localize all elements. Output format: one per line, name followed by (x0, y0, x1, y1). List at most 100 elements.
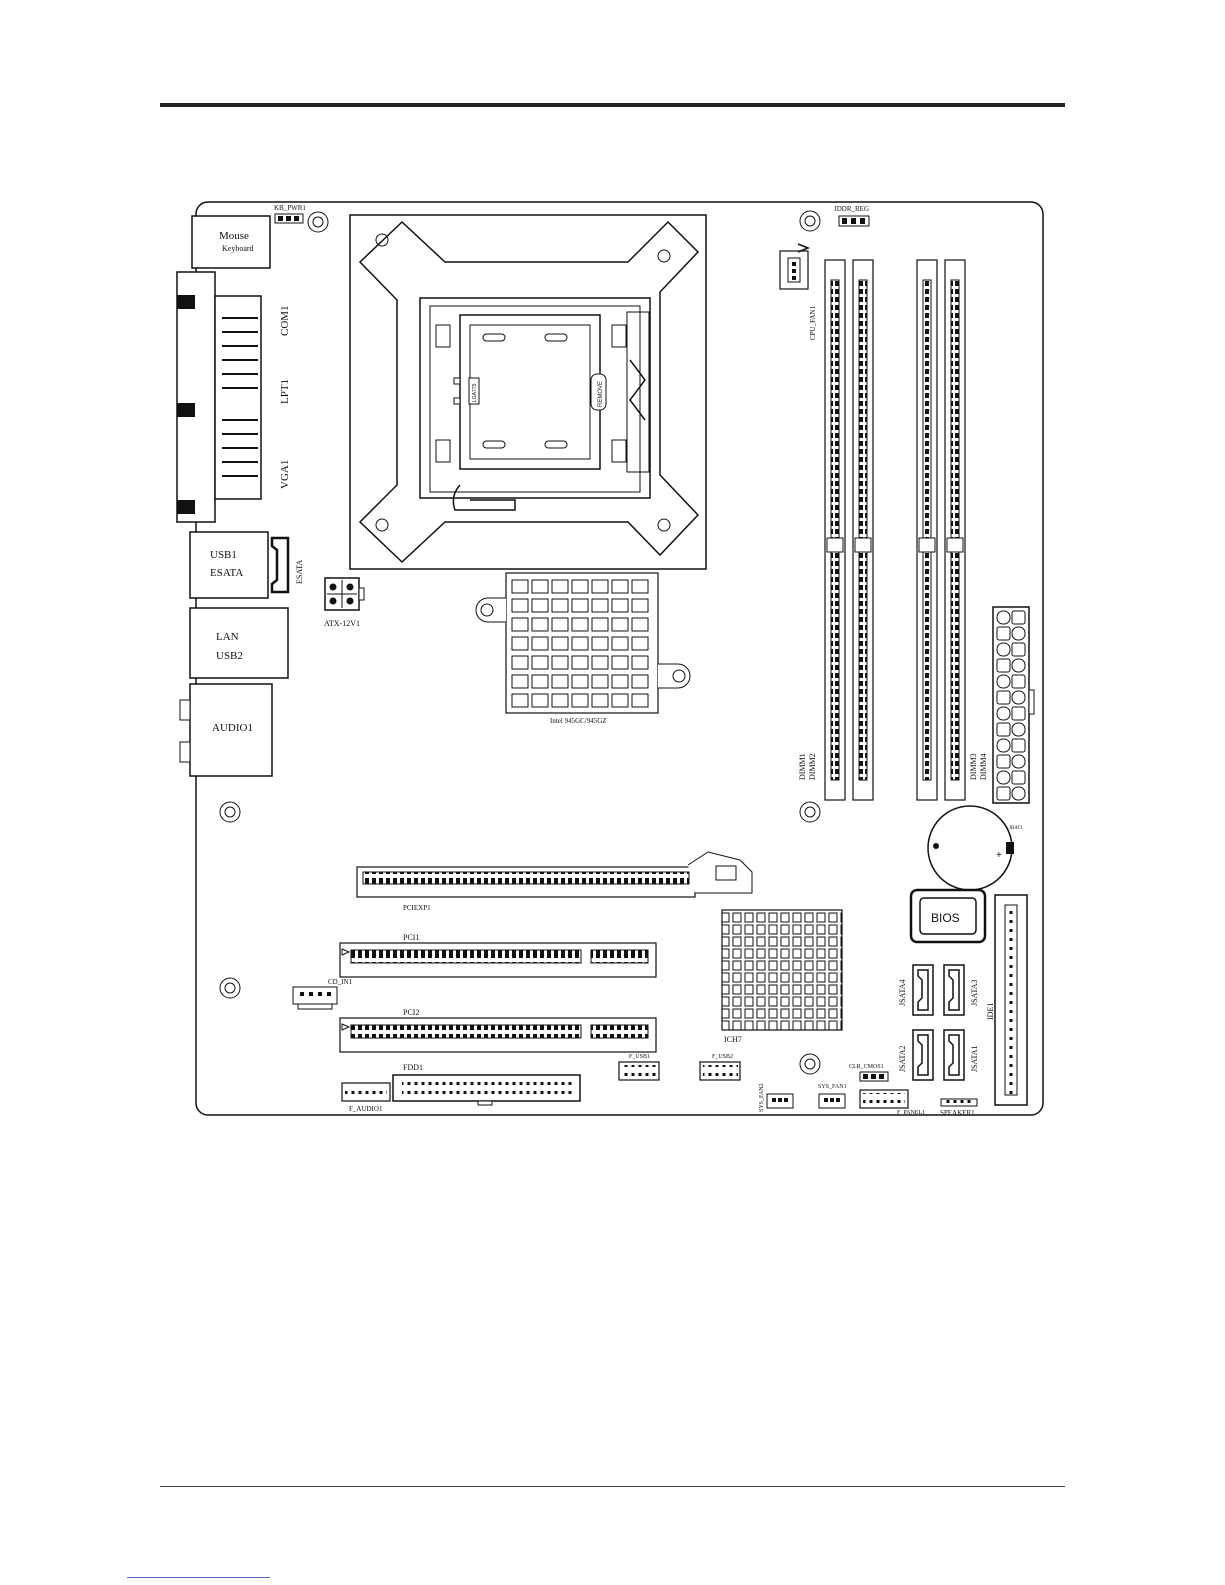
atx-pin (996, 722, 1011, 737)
jsata1-label: JSATA1 (970, 1046, 979, 1072)
atx-pin (1011, 706, 1026, 721)
battery-icon: + JBAT1 (927, 805, 1023, 891)
heatsink-cell (511, 617, 529, 632)
atx-pin (996, 642, 1011, 657)
fdd1-connector[interactable]: FDD1 (392, 1063, 581, 1106)
lpt-label: LPT1 (279, 379, 291, 404)
heatsink-cell (511, 579, 529, 594)
atx-pin (1011, 642, 1026, 657)
heatsink-cell (591, 617, 609, 632)
bios-chip-icon: BIOS (909, 888, 987, 944)
cpu-fan-header[interactable]: CPU_FAN1 (779, 243, 817, 340)
heatsink-cell (531, 655, 549, 670)
dimm1-slot[interactable] (824, 259, 846, 801)
pci2-slot[interactable]: PCI2 (339, 1008, 657, 1053)
speaker-header[interactable]: SPEAKER1 (940, 1098, 978, 1117)
mounting-hole-icon (799, 210, 821, 232)
kb-pwr-label: KB_PWR1 (274, 204, 306, 212)
dimm4-label: DIMM4 (979, 753, 988, 780)
atx-pin (996, 674, 1011, 689)
heatsink-cell (571, 655, 589, 670)
jddr-label: JDDR_REG (834, 205, 869, 213)
heatsink-cell (511, 693, 529, 708)
remove-label: REMOVE (598, 381, 604, 407)
heatsink-cell (511, 655, 529, 670)
footer-rule (160, 1486, 1065, 1487)
sys-fan2-header[interactable]: SYS_FAN2 (759, 1083, 794, 1112)
com-label: COM1 (279, 305, 291, 336)
heatsink-cell (611, 617, 629, 632)
lan-usb2-port: LAN USB2 (189, 607, 289, 679)
heatsink-cell (551, 617, 569, 632)
heatsink-cell (631, 617, 649, 632)
heatsink-cell (631, 579, 649, 594)
mounting-hole-icon (307, 211, 329, 233)
heatsink-cell (611, 674, 629, 689)
heatsink-cell (571, 674, 589, 689)
ps2-port: Mouse Keyboard (191, 215, 271, 269)
heatsink-cell (531, 617, 549, 632)
atx-pin (1011, 626, 1026, 641)
heatsink-cell (611, 598, 629, 613)
usb2-label: USB2 (216, 650, 243, 662)
northbridge-label: Intel 945GC/945GZ (550, 717, 607, 725)
atx12v-label: ATX-12V1 (324, 619, 360, 628)
audio-label: AUDIO1 (212, 722, 253, 734)
pciexp-label: PCIEXP1 (403, 904, 431, 912)
pci1-slot[interactable]: PCI1 (339, 933, 657, 978)
heatsink-cell (531, 598, 549, 613)
f-audio-header[interactable]: F_AUDIO1 (341, 1082, 391, 1113)
heatsink-cell (531, 636, 549, 651)
atx-12v-connector[interactable]: ATX-12V1 (324, 577, 365, 628)
ide1-connector[interactable]: IDE1 (986, 894, 1028, 1106)
svg-text:+: + (996, 850, 1002, 861)
atx-pin (996, 738, 1011, 753)
cd-in-label: CD_IN1 (328, 978, 353, 986)
atx-power-connector[interactable] (992, 606, 1035, 804)
heatsink-cell (551, 636, 569, 651)
jsata1-port[interactable]: JSATA1 (943, 1029, 979, 1081)
heatsink-cell (571, 636, 589, 651)
dimm2-label: DIMM2 (808, 753, 817, 780)
f-panel-label: F_PANEL1 (897, 1110, 925, 1116)
dimm3-label: DIMM3 (969, 753, 978, 780)
cd-in-header[interactable]: CD_IN1 (292, 978, 353, 1010)
dimm2-slot[interactable] (852, 259, 874, 801)
esata-vert-label: ESATA (295, 560, 304, 584)
mounting-hole-icon (799, 1053, 821, 1075)
jsata3-port[interactable]: JSATA3 (943, 964, 979, 1016)
heatsink-cell (571, 579, 589, 594)
pci2-label: PCI2 (403, 1008, 419, 1017)
sys-fan1-header[interactable]: SYS_FAN1 (818, 1084, 847, 1109)
atx-pin (1011, 610, 1026, 625)
pciexp1-slot[interactable]: PCIEXP1 (356, 851, 753, 912)
f-usb1-header[interactable]: F_USB1 (618, 1054, 660, 1081)
heatsink-cell (591, 693, 609, 708)
f-usb1-label: F_USB1 (629, 1054, 650, 1060)
atx-pin (1011, 786, 1026, 801)
atx-pin (996, 754, 1011, 769)
atx-pin (996, 770, 1011, 785)
com-lpt-vga-stack: COM1 LPT1 VGA1 (176, 271, 291, 523)
mounting-hole-icon (219, 977, 241, 999)
dimm3-slot[interactable] (916, 259, 938, 801)
kb-pwr-jumper[interactable]: KB_PWR1 (274, 204, 306, 224)
ich7-heatsink: ICH7 (721, 909, 843, 1044)
clr-cmos-jumper[interactable]: CLR_CMOS1 (849, 1064, 889, 1082)
f-panel-header[interactable]: F_PANEL1 (859, 1089, 925, 1116)
atx-pin (996, 658, 1011, 673)
heatsink-cell (551, 674, 569, 689)
usb1-esata-port: USB1 ESATA ESATA (189, 531, 304, 599)
atx-pin (996, 626, 1011, 641)
dimm1-label: DIMM1 (798, 753, 807, 780)
jsata2-port[interactable]: JSATA2 (898, 1029, 934, 1081)
jsata4-label: JSATA4 (898, 980, 907, 1006)
f-usb2-header[interactable]: F_USB2 (699, 1054, 741, 1081)
mounting-hole-icon (219, 801, 241, 823)
heatsink-cell (611, 636, 629, 651)
heatsink-cell (591, 579, 609, 594)
footer-link[interactable] (127, 1577, 270, 1578)
jsata4-port[interactable]: JSATA4 (898, 964, 934, 1016)
jddr-reg-jumper[interactable]: JDDR_REG (834, 205, 870, 227)
dimm4-slot[interactable] (944, 259, 966, 801)
